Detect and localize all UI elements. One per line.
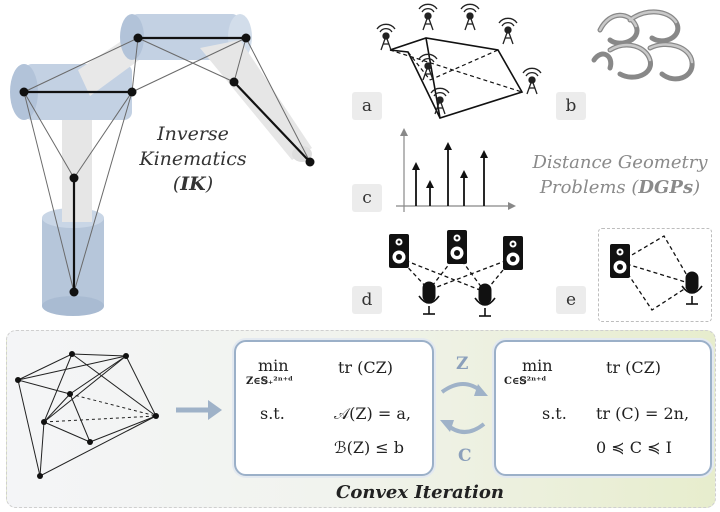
z-subproblem-box: min Z∈𝕊₊²ⁿ⁺ᵈ tr (CZ) s.t. 𝒜(Z) = a, ℬ(Z)… bbox=[234, 340, 434, 476]
speaker-icon bbox=[389, 234, 409, 268]
c-st-label: s.t. bbox=[542, 404, 567, 423]
arrow-z-label: Z bbox=[456, 354, 469, 374]
speaker-icon bbox=[610, 244, 630, 278]
speaker-icon bbox=[503, 236, 523, 270]
ik-title-line1: Inverse bbox=[157, 123, 229, 145]
robot-column bbox=[62, 100, 92, 222]
microphone-icon bbox=[681, 271, 703, 305]
microphone-icon bbox=[474, 283, 496, 317]
arrow-c-label: C bbox=[458, 446, 472, 466]
antenna-icon bbox=[376, 3, 542, 115]
panel-label-a: a bbox=[352, 92, 382, 120]
panel-label-b: b bbox=[556, 92, 586, 120]
speaker-icon bbox=[447, 230, 467, 264]
dgp-title-line2: Problems (DGPs) bbox=[539, 177, 701, 198]
protein-structure-illustration bbox=[591, 9, 695, 82]
c-min-label: min bbox=[522, 356, 553, 375]
dgp-title-line1: Distance Geometry bbox=[532, 152, 708, 173]
panel-label-d: d bbox=[352, 286, 382, 314]
kinematic-thin-lines bbox=[23, 37, 311, 293]
speaker-mic-dashed-edges bbox=[398, 252, 514, 294]
c-subproblem-box: min C∈𝕊²ⁿ⁺ᵈ tr (CZ) s.t. tr (C) = 2n, 0 … bbox=[494, 340, 712, 476]
z-constraint-2: ℬ(Z) ≤ b bbox=[334, 438, 404, 457]
c-objective: tr (CZ) bbox=[606, 358, 662, 377]
panel-e-frame bbox=[598, 228, 712, 322]
panel-label-c: c bbox=[352, 184, 382, 212]
antenna-network-diagram bbox=[376, 3, 542, 119]
arrow-right-icon bbox=[176, 400, 222, 420]
robot-forearm bbox=[200, 40, 312, 160]
dgp-title: Distance Geometry Problems (DGPs) bbox=[520, 150, 720, 200]
ik-title: Inverse Kinematics (IK) bbox=[128, 122, 258, 197]
z-constraint-1: 𝒜(Z) = a, bbox=[334, 404, 411, 423]
c-constraint-1: tr (C) = 2n, bbox=[596, 404, 690, 423]
ik-abbr: IK bbox=[180, 173, 206, 195]
dgp-abbr: DGPs bbox=[638, 177, 694, 198]
convex-iteration-title: Convex Iteration bbox=[336, 482, 504, 503]
network-solid-edges bbox=[389, 37, 524, 119]
microphone-icon bbox=[418, 281, 440, 315]
speaker-microphone-diagram bbox=[389, 230, 523, 317]
z-min-label: min bbox=[258, 356, 289, 375]
alternating-arrows-icon bbox=[440, 382, 488, 434]
robot-arm-illustration bbox=[10, 14, 315, 316]
impulse-arrows bbox=[412, 142, 488, 206]
graph-embedding-illustration bbox=[15, 351, 159, 479]
c-min-domain: C∈𝕊²ⁿ⁺ᵈ bbox=[504, 376, 547, 387]
ik-title-line2: Kinematics bbox=[139, 148, 247, 170]
kinematic-nodes bbox=[19, 33, 315, 297]
z-objective: tr (CZ) bbox=[338, 358, 394, 377]
z-st-label: s.t. bbox=[260, 404, 285, 423]
impulse-plot-illustration bbox=[396, 128, 516, 212]
network-dashed-edges bbox=[389, 49, 523, 93]
kinematic-thick-lines bbox=[24, 36, 311, 292]
ik-title-line3: (IK) bbox=[172, 173, 214, 195]
c-constraint-2: 0 ≼ C ≼ I bbox=[596, 438, 672, 457]
panel-label-e: e bbox=[556, 286, 586, 314]
z-min-domain: Z∈𝕊₊²ⁿ⁺ᵈ bbox=[246, 376, 294, 387]
speaker-microphone-reflection-diagram bbox=[610, 235, 703, 311]
